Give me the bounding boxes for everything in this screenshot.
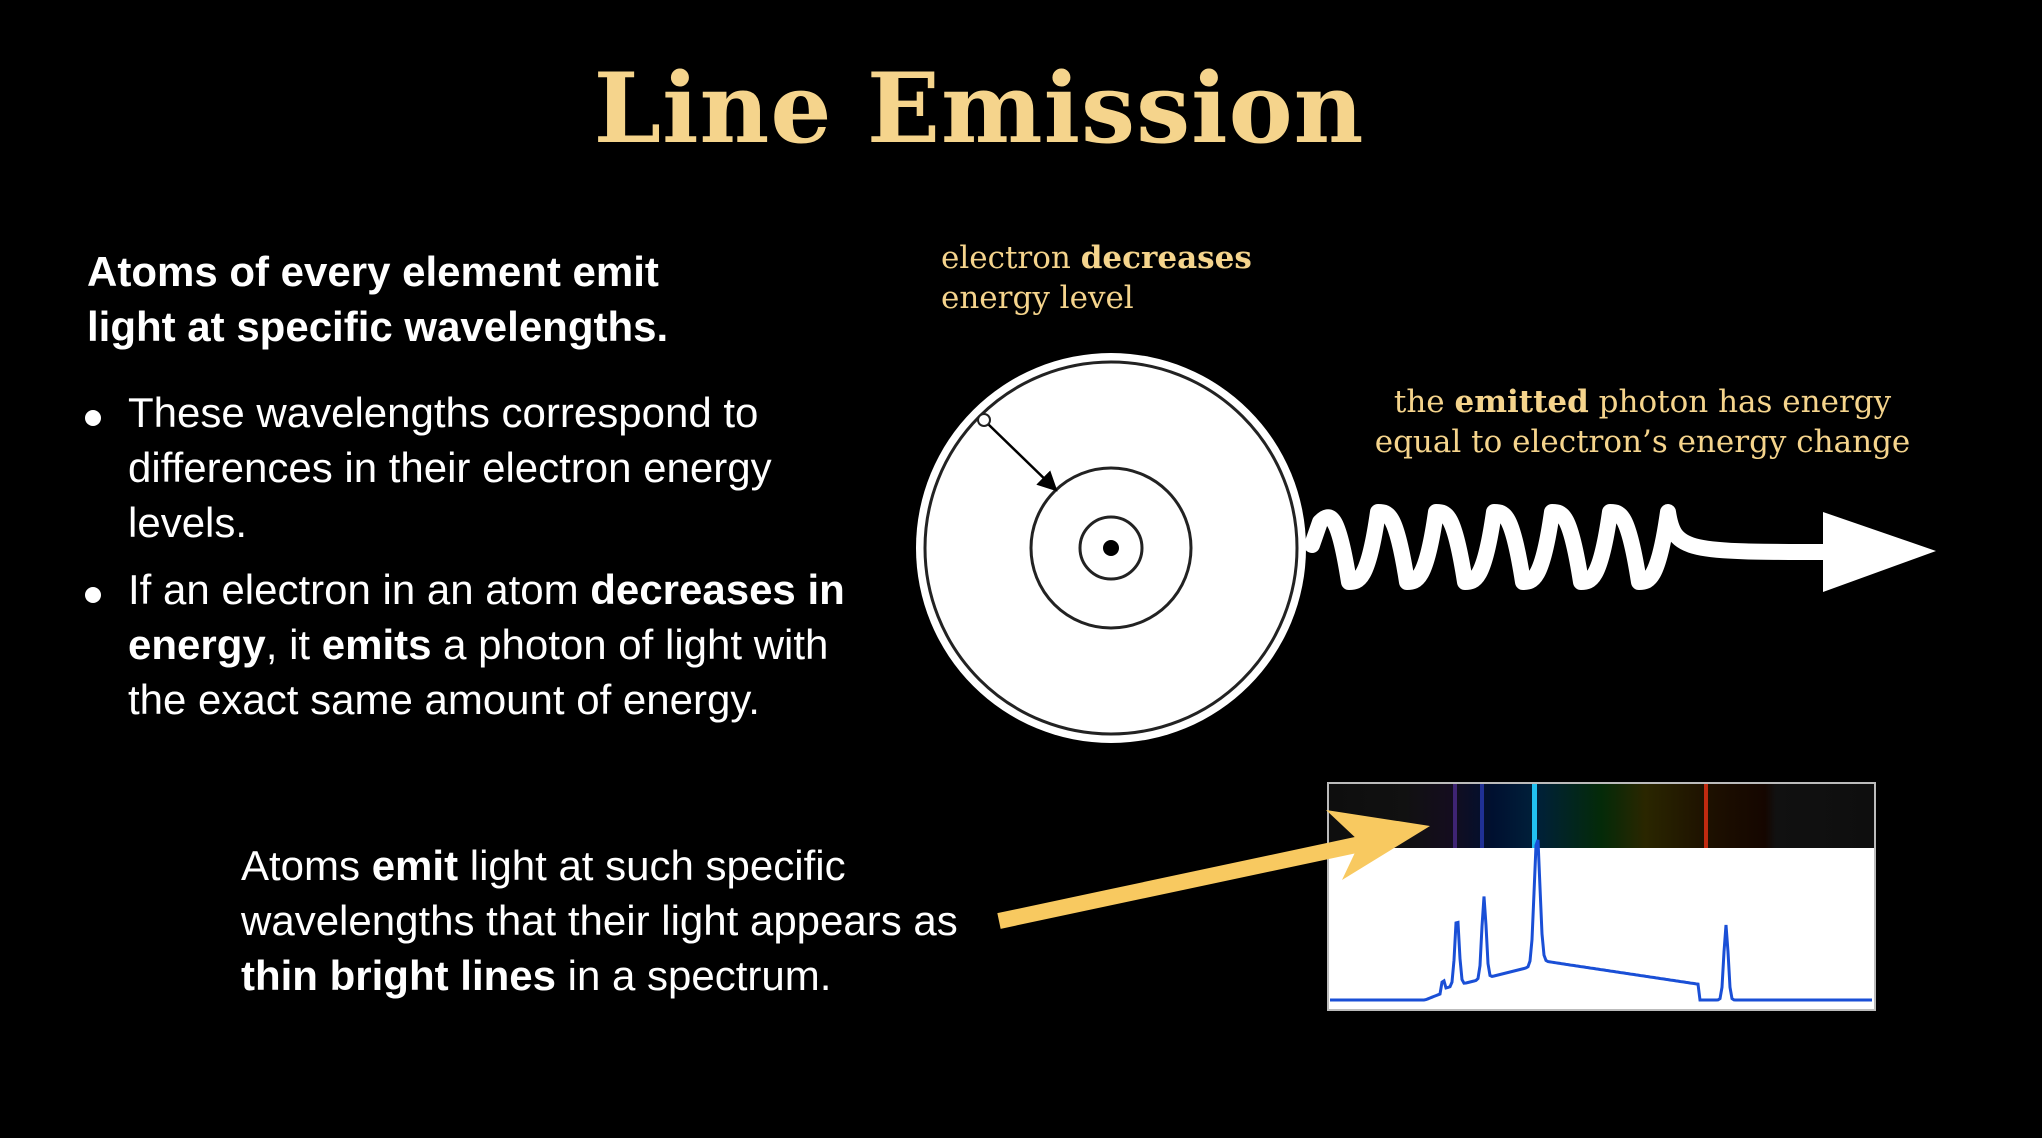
photon-wave [1304,504,1838,590]
bullet-dot-icon [85,587,101,603]
pointer-arrowhead [1326,810,1430,880]
inner-orbit [1078,515,1144,581]
emission-line-indigo [1480,784,1484,848]
note-text: light at such specific wavelengths that … [241,842,958,944]
atom-diagram [916,353,1306,743]
lead-line-1: Atoms of every element emit [87,248,659,295]
spectrum-figure [1327,782,1876,1011]
label-bold: emitted [1454,384,1589,420]
spectrum-intensity-line [1330,839,1872,1002]
bullet-text: , it [265,621,322,668]
electron [977,413,991,427]
emission-spectrum-bar [1329,784,1874,848]
bullet-text: If an electron in an atom [128,566,591,613]
note-text: Atoms [241,842,372,889]
emission-line-violet [1453,784,1457,848]
bullet-list: These wavelengths correspond to differen… [80,385,880,739]
label-text: energy level [941,280,1134,316]
bullet-item: These wavelengths correspond to differen… [80,385,880,550]
pointer-arrow-shaft [997,834,1372,929]
slide-title: Line Emission [593,52,1365,165]
photon-wave-arrow [1304,504,1936,592]
nucleus [1103,540,1119,556]
bullet-bold: decreases in energy [128,566,845,668]
photon-arrowhead [1823,512,1936,592]
bullet-text: These wavelengths correspond to differen… [128,389,772,546]
middle-orbit [1029,466,1193,630]
bullet-dot-icon [85,410,101,426]
emission-line-red [1704,784,1708,848]
photon-label: the emitted photon has energy equal to e… [1330,382,1955,462]
note-bold: thin bright lines [241,952,556,999]
transition-arrow [987,423,1058,492]
label-text: electron [941,240,1081,276]
label-text: the [1393,384,1455,420]
note-bold: emit [371,842,459,889]
label-text: equal to electron’s energy change [1374,424,1911,460]
bullet-item: If an electron in an atom decreases in e… [80,562,880,727]
bullet-bold: emits [321,621,432,668]
outer-orbit [923,360,1299,736]
label-bold: decreases [1080,240,1252,276]
pointer-arrow [997,810,1430,929]
spectrum-note: Atoms emit light at such specific wavele… [241,838,1021,1003]
emission-line-cyan [1532,784,1537,848]
lead-statement: Atoms of every element emit light at spe… [87,244,668,354]
lead-line-2: light at specific wavelengths. [87,303,669,350]
label-text: photon has energy [1588,384,1892,420]
electron-label: electron decreases energy level [941,238,1252,318]
note-text: in a spectrum. [555,952,832,999]
bullet-text: a photon of light with the exact same am… [128,621,829,723]
